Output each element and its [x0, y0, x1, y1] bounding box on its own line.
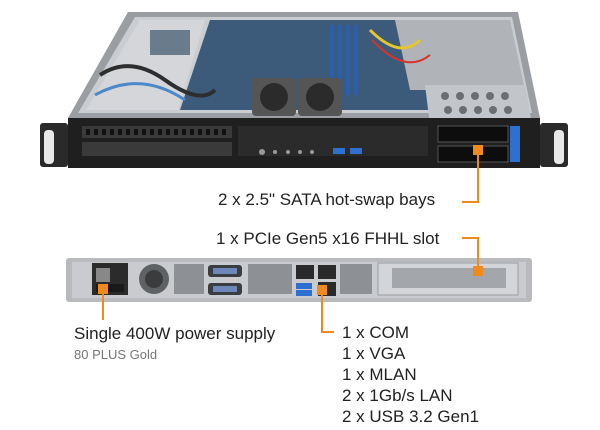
- server-rear-view: [66, 258, 532, 302]
- port-lan: 2 x 1Gb/s LAN: [342, 386, 453, 405]
- io-callout-marker: [317, 285, 327, 295]
- port-mlan: 1 x MLAN: [342, 365, 417, 384]
- power-rating-label: 80 PLUS Gold: [74, 347, 158, 362]
- power-supply-label: Single 400W power supply: [74, 324, 276, 343]
- sata-bays-label: 2 x 2.5" SATA hot-swap bays: [218, 190, 436, 209]
- pcie-callout-line: [462, 237, 479, 266]
- io-callout-line: [321, 290, 334, 333]
- port-vga: 1 x VGA: [342, 344, 406, 363]
- psu-callout-marker: [98, 284, 108, 294]
- port-usb: 2 x USB 3.2 Gen1: [342, 407, 480, 426]
- sata-callout-line: [462, 150, 479, 203]
- sata-callout-marker: [473, 145, 483, 155]
- pcie-slot-label: 1 x PCIe Gen5 x16 FHHL slot: [216, 229, 440, 248]
- pcie-callout-marker: [473, 266, 483, 276]
- port-com: 1 x COM: [342, 323, 410, 342]
- server-front-view: [40, 12, 568, 168]
- io-ports-list: 1 x COM 1 x VGA 1 x MLAN 2 x 1Gb/s LAN 2…: [342, 322, 479, 427]
